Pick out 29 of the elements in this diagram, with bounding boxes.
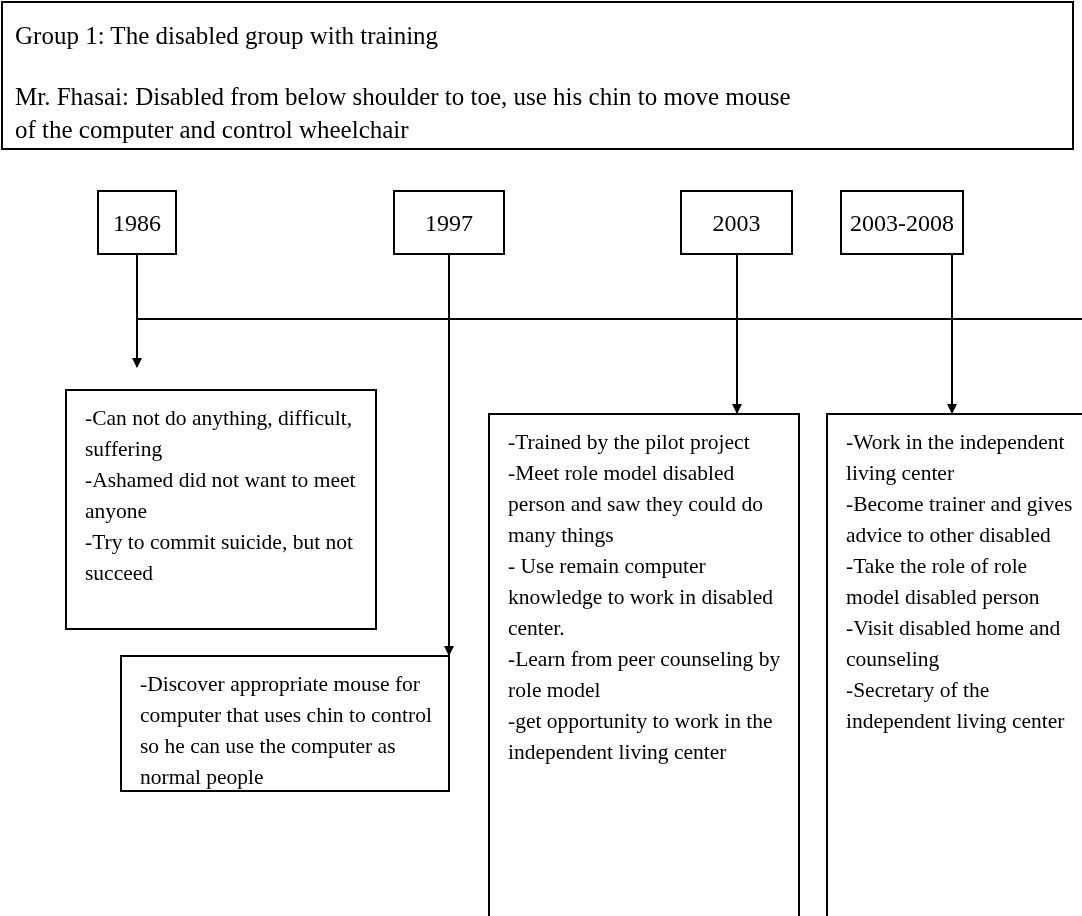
event-item: -Can not do anything, difficult, suffering xyxy=(85,405,354,463)
arrow xyxy=(444,254,454,656)
event-item: -Work in the independent living center xyxy=(846,429,1066,487)
event-box xyxy=(826,413,1082,916)
year-box: 2003 xyxy=(680,190,793,255)
event-item: -Meet role model disabled person and saw they could do many things xyxy=(508,460,764,549)
header-box xyxy=(1,1,1074,150)
arrow xyxy=(132,254,142,368)
event-item: -Secretary of the independent living center xyxy=(846,677,1066,735)
event-item: -Ashamed did not want to meet anyone xyxy=(85,467,357,525)
event-item: -Learn from peer counseling by role model xyxy=(508,646,782,704)
group-title: Group 1: The disabled group with training xyxy=(15,21,440,51)
arrow xyxy=(732,254,742,414)
event-box xyxy=(488,413,800,916)
event-box xyxy=(120,655,450,792)
arrow xyxy=(947,254,957,414)
event-item: -Try to commit suicide, but not succeed xyxy=(85,529,354,587)
year-box: 1986 xyxy=(97,190,177,255)
event-box xyxy=(65,389,377,630)
year-box: 1997 xyxy=(393,190,505,255)
event-item: -Take the role of role model disabled person xyxy=(846,553,1041,611)
event-item: - Use remain computer knowledge to work in disabled center. xyxy=(508,553,775,642)
event-item: -Become trainer and gives advice to other disabled xyxy=(846,491,1074,549)
year-box: 2003-2008 xyxy=(840,190,964,255)
event-item: -Trained by the pilot project xyxy=(508,429,751,456)
person-description: Mr. Fhasai: Disabled from below shoulder to toe, use his chin to move mouse of the computer and control wheelchair xyxy=(15,82,792,145)
event-item: -Visit disabled home and counseling xyxy=(846,615,1062,673)
event-item: -Discover appropriate mouse for computer that uses chin to control so he can use the computer as normal people xyxy=(140,671,433,791)
event-item: -get opportunity to work in the independent living center xyxy=(508,708,774,766)
